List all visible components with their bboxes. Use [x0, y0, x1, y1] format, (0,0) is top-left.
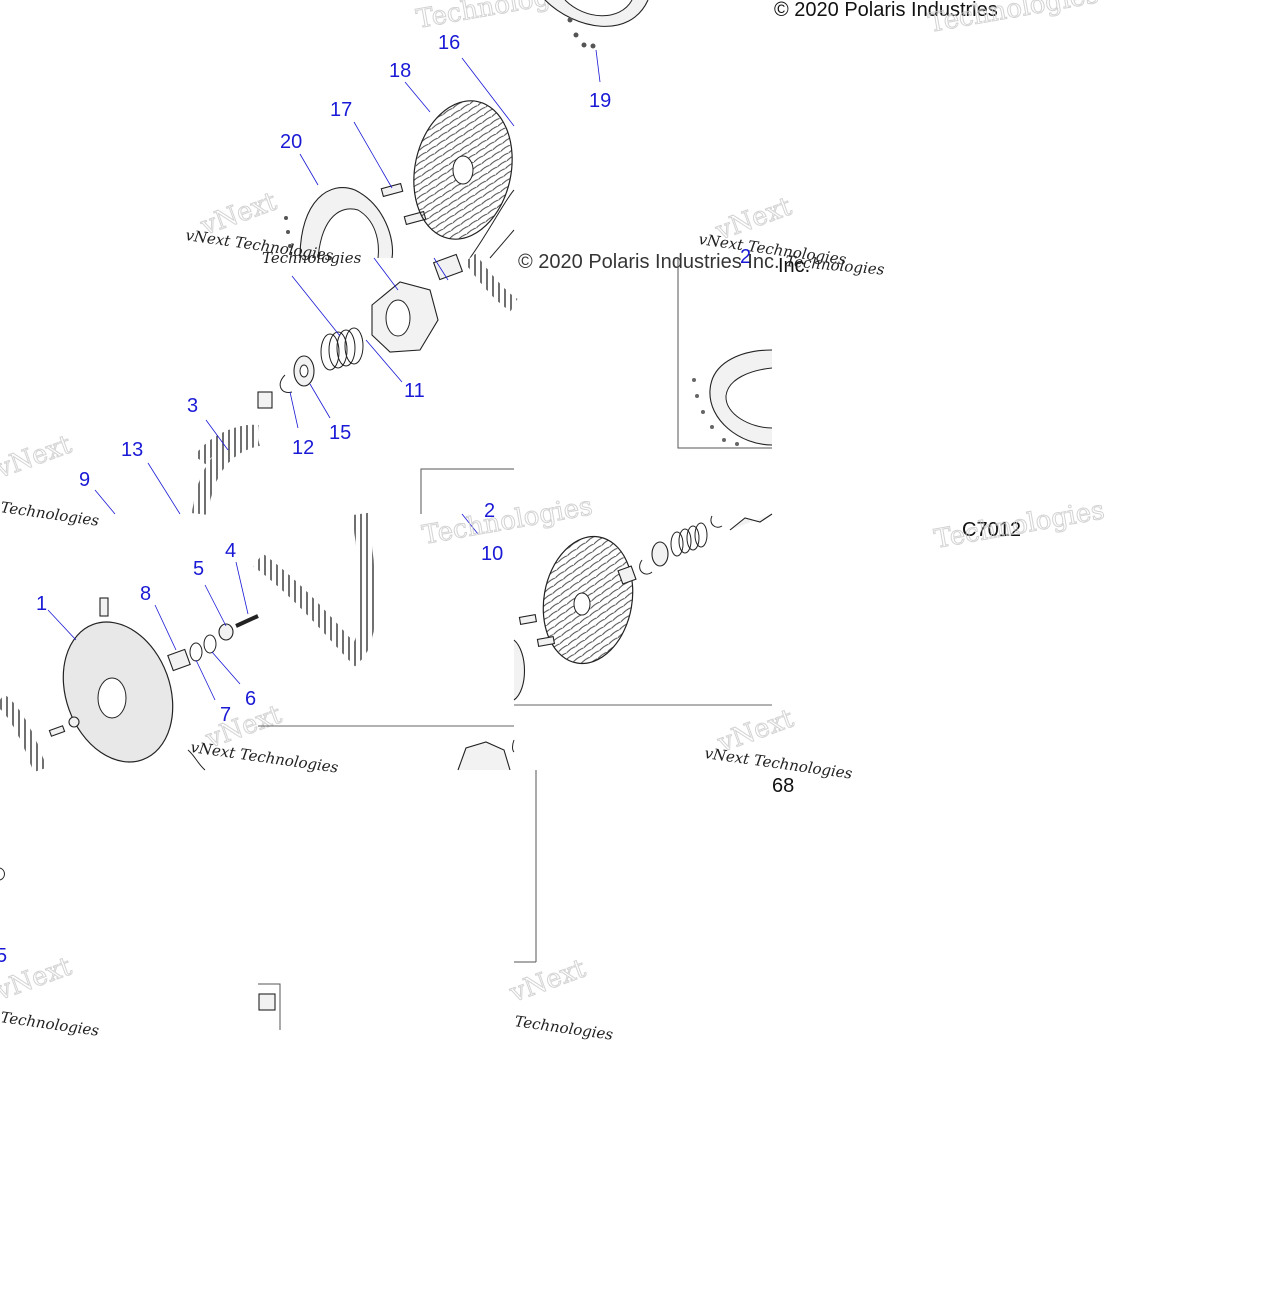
callout-16: 16 — [438, 32, 460, 54]
callout-12: 12 — [292, 437, 314, 459]
tile-top-left: 16 18 17 20 Technologies vNext Technolog… — [0, 0, 589, 265]
callout-4: 4 — [225, 540, 236, 562]
watermark-fragment: Technologies — [513, 1012, 614, 1044]
tile-lower-fragments: 5 vNext Technologies vNext Technologies — [0, 749, 615, 1044]
watermark-technologies: Technologies — [932, 495, 1107, 554]
spring-14 — [320, 327, 364, 371]
watermark-vnext: vNext — [0, 430, 76, 485]
watermark-technologies: Technologies — [926, 0, 1101, 39]
clip-12 — [279, 374, 293, 394]
fragment-68: 68 — [772, 775, 794, 797]
spider-11 — [371, 281, 439, 353]
copyright-notice: © 2020 Polaris Industries — [774, 0, 998, 21]
watermark-fragment: Technologies — [262, 249, 362, 267]
bolt — [99, 597, 109, 617]
diagram-code: C7012 — [962, 519, 1021, 541]
callout-fragment: 5 — [0, 945, 7, 967]
tile-right-labels: C7012 Technologies vNext Technologies vN… — [703, 495, 1107, 797]
washer-7 — [189, 642, 203, 662]
tile-middle-center: 11 12 15 Technologies © 2020 Polaris Ind… — [194, 249, 780, 465]
bushing-top — [432, 253, 464, 281]
callout-9: 9 — [79, 469, 90, 491]
callout-5: 5 — [193, 558, 204, 580]
callout-17: 17 — [330, 99, 352, 121]
callout-10: 10 — [481, 543, 503, 565]
tile-drive-clutch — [513, 513, 773, 706]
washer-5 — [218, 623, 234, 641]
callout-18: 18 — [389, 60, 411, 82]
ring-plate-20 — [299, 187, 394, 259]
tile-top-right: 19 © 2020 Polaris Industries Technologie… — [544, 0, 1101, 279]
callout-7: 7 — [220, 704, 231, 726]
pin-4 — [235, 614, 259, 628]
callout-19: 19 — [589, 90, 611, 112]
watermark-technologies: Technologies — [420, 491, 595, 550]
sheave-large — [542, 535, 634, 665]
callout-8: 8 — [140, 583, 151, 605]
watermark-fragment: Technologies — [0, 1008, 101, 1040]
callout-20: 20 — [280, 131, 302, 153]
tile-middle-left: 3 13 9 vNext Technologies — [0, 395, 261, 530]
callout-6: 6 — [245, 688, 256, 710]
sheave-18 — [413, 100, 513, 240]
callout-2-fragment: 2 — [740, 246, 751, 268]
callout-11: 11 — [404, 380, 425, 402]
washer-6 — [203, 634, 217, 654]
copyright-fragment-inc: Inc. — [778, 255, 810, 277]
callout-15: 15 — [329, 422, 351, 444]
copyright-notice-2: © 2020 Polaris Industries Inc. — [518, 251, 780, 273]
watermark-fragment: Technologies — [0, 498, 101, 530]
callout-3: 3 — [187, 395, 198, 417]
tile-bottom-center — [253, 512, 515, 771]
bushing-8 — [167, 648, 191, 672]
callout-2: 2 — [484, 500, 495, 522]
tile-inset-ring — [677, 258, 773, 449]
sheave-1 — [62, 621, 174, 763]
watermark-vnext: vNext — [0, 952, 76, 1007]
callout-1: 1 — [36, 593, 47, 615]
callout-13: 13 — [121, 439, 143, 461]
